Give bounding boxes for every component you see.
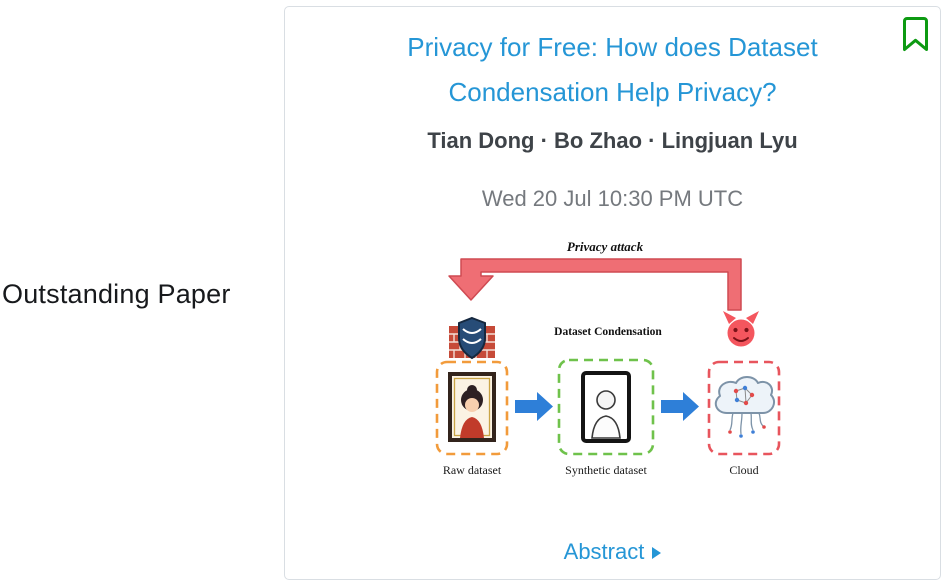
abstract-expand-icon — [652, 547, 662, 559]
portrait-icon — [447, 372, 496, 443]
privacy-attack-arrow — [447, 258, 742, 312]
synthetic-dataset-label: Synthetic dataset — [565, 463, 647, 477]
paper-teaser-image: Privacy attack Dat — [433, 234, 793, 491]
abstract-toggle[interactable]: Abstract — [564, 539, 662, 565]
bookmark-icon — [903, 17, 928, 51]
paper-authors: Tian Dong · Bo Zhao · Lingjuan Lyu — [427, 128, 798, 154]
cloud-label: Cloud — [729, 463, 758, 477]
synthetic-dataset-box — [557, 359, 654, 456]
dataset-condensation-label: Dataset Condensation — [554, 326, 662, 338]
synthetic-portrait-icon — [580, 371, 631, 444]
flow-arrow-1 — [514, 392, 553, 422]
paper-title-link[interactable]: Privacy for Free: How does Dataset Conde… — [407, 32, 818, 107]
abstract-label: Abstract — [563, 539, 645, 564]
award-label: Outstanding Paper — [2, 279, 231, 309]
firewall-shield-icon — [448, 317, 495, 360]
paper-card: Privacy for Free: How does Dataset Conde… — [284, 6, 941, 580]
raw-dataset-label: Raw dataset — [442, 463, 501, 477]
flow-arrow-2 — [660, 392, 699, 422]
cloud-icon — [714, 376, 775, 439]
paper-datetime: Wed 20 Jul 10:30 PM UTC — [481, 186, 744, 212]
devil-icon — [722, 311, 759, 347]
privacy-attack-label: Privacy attack — [566, 239, 643, 254]
bookmark-button[interactable] — [902, 16, 929, 52]
